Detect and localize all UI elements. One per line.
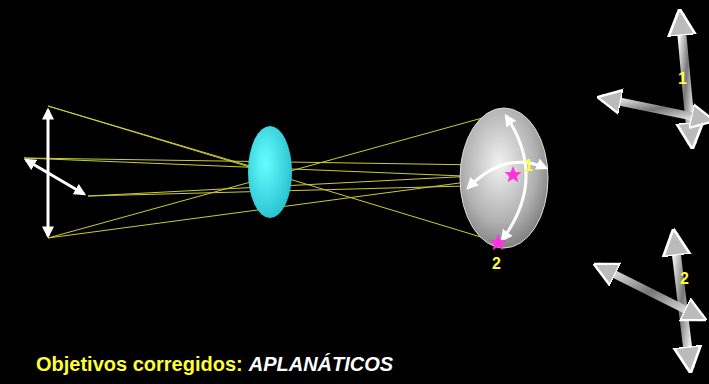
object-cross — [26, 110, 84, 236]
caption-line: Objetivos corregidos: APLANÁTICOS — [36, 354, 393, 374]
image-points — [490, 166, 522, 250]
lens — [248, 126, 292, 218]
curved-image-cross — [468, 116, 546, 240]
image-surface — [460, 108, 548, 248]
caption: Objetivos corregidos: — [36, 353, 243, 375]
caption-term: APLANÁTICOS — [249, 353, 393, 375]
focused-cross-1 — [602, 14, 709, 144]
callout-number: 2 — [492, 256, 501, 272]
callout-number: 1 — [524, 158, 533, 174]
callout-number: 2 — [680, 271, 689, 287]
focused-cross-2 — [598, 234, 702, 368]
callout-number: 1 — [678, 71, 687, 87]
